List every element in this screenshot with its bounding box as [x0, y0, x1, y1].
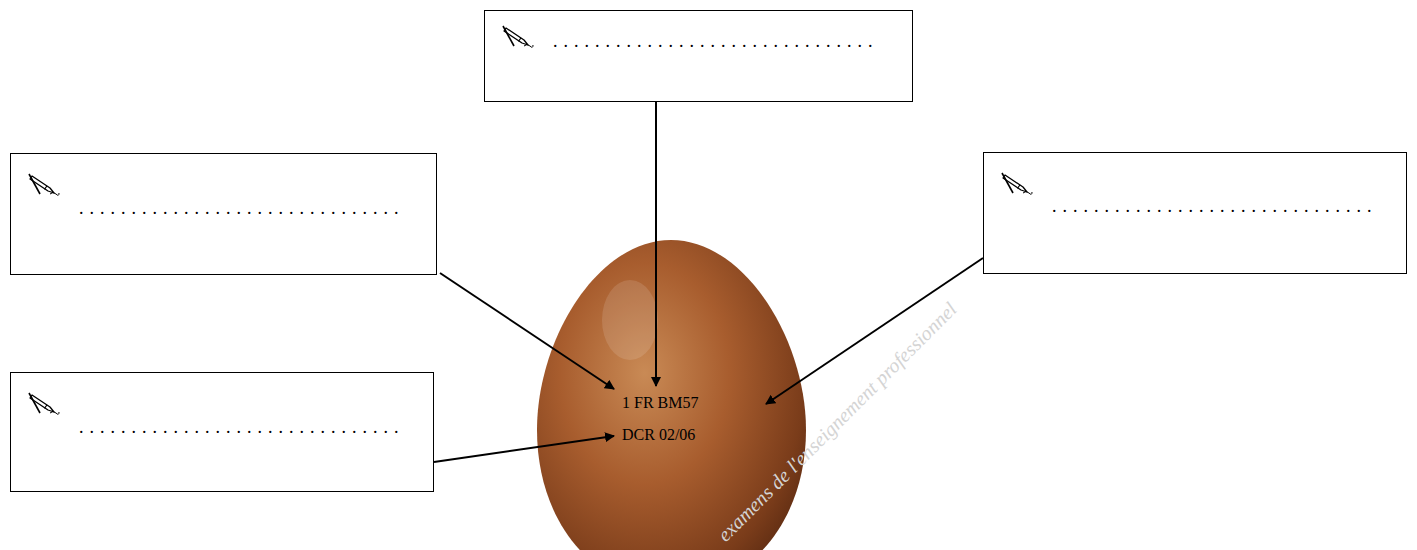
leader-arrow [766, 258, 983, 404]
answer-line: ............................... [553, 31, 879, 51]
watermark: examens de l'enseignement professionnel [712, 297, 962, 547]
egg-marking: 1 FR BM57 [622, 393, 698, 413]
pencil-icon [29, 174, 59, 195]
callout-box: ............................... [983, 152, 1407, 274]
egg-shape [537, 240, 806, 550]
pencil-icon [503, 26, 533, 47]
pencil-icon [29, 393, 59, 414]
egg-highlight [602, 280, 658, 360]
callout-box: ............................... [10, 372, 434, 492]
egg-marking: DCR 02/06 [622, 425, 695, 445]
leader-arrow [655, 102, 657, 386]
answer-line: ............................... [1052, 196, 1378, 216]
answer-line: ............................... [79, 198, 405, 218]
leader-arrow [440, 273, 614, 389]
callout-box: ............................... [10, 153, 437, 275]
callout-box: ............................... [484, 10, 913, 102]
answer-line: ............................... [79, 417, 405, 437]
pencil-icon [1002, 173, 1032, 194]
leader-arrow [434, 436, 614, 462]
